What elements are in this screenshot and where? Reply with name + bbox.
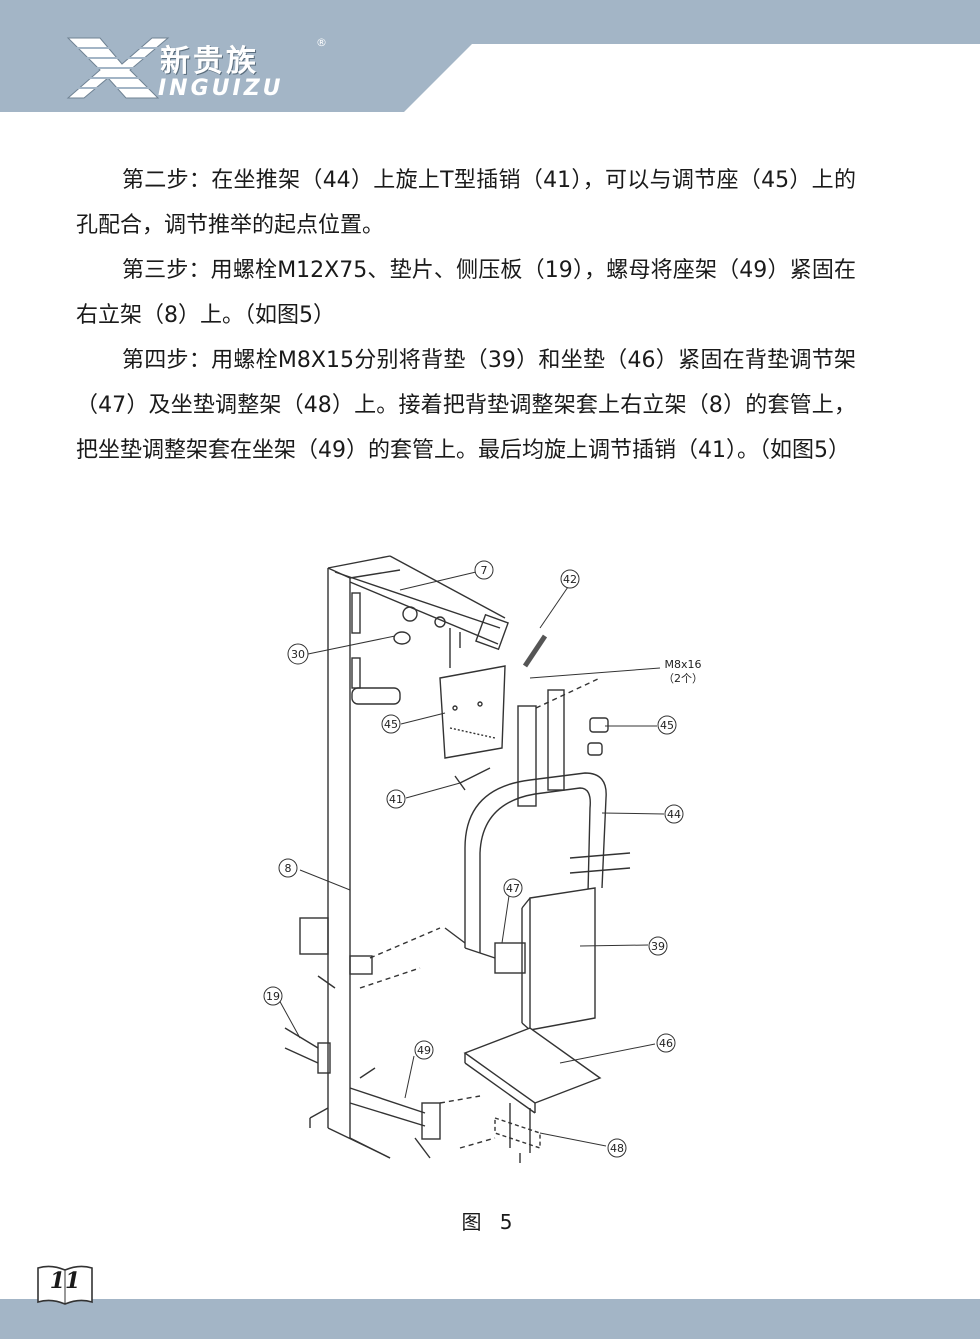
callout-label-45-right: 45	[660, 719, 674, 732]
callout-46	[656, 1033, 676, 1053]
brand-name-en: INGUIZU	[158, 76, 284, 101]
callout-7	[474, 560, 494, 580]
callout-label-49: 49	[417, 1044, 431, 1057]
callout-39	[648, 936, 668, 956]
figure-caption: 图 5	[461, 1210, 519, 1234]
bolt-qty-label: （2个）	[663, 672, 703, 685]
callout-label-48: 48	[610, 1142, 624, 1155]
callout-42	[560, 569, 580, 589]
part-30-roller	[393, 631, 411, 645]
callout-45-left	[381, 714, 401, 734]
seat-alignment-dashes	[439, 1095, 496, 1149]
part-45-clip-2	[587, 742, 603, 756]
logo-x-mark	[60, 37, 170, 99]
assembly-diagram: 7 42 30 45 45 41 44 8 47 39 19 49 46 48 …	[263, 555, 703, 1163]
top-arm	[334, 555, 509, 668]
part-45-clip	[589, 717, 609, 733]
callout-leaders	[277, 571, 665, 1147]
seat-frame-48	[494, 1103, 541, 1163]
callout-label-47: 47	[506, 882, 520, 895]
callout-45-right	[657, 715, 677, 735]
page-number: 11	[49, 1268, 81, 1294]
bolt-spec-label: M8x16	[665, 658, 702, 671]
vertical-posts	[517, 677, 601, 807]
callout-markers	[263, 560, 684, 1158]
adjust-seat-plate	[439, 665, 506, 759]
brand-name-cn: 新贵族	[160, 44, 259, 79]
brand-logo: 新贵族 ® INGUIZU	[60, 30, 360, 110]
callout-8	[278, 858, 298, 878]
seat-frame-49	[349, 1067, 441, 1159]
part-42-pin	[522, 634, 548, 668]
callout-label-8: 8	[285, 862, 292, 875]
callout-label-7: 7	[481, 564, 488, 577]
step-2-paragraph: 第二步：在坐推架（44）上旋上T型插销（41），可以与调节座（45）上的孔配合，…	[76, 168, 856, 238]
book-icon	[37, 1265, 93, 1305]
callout-19	[263, 986, 283, 1006]
callout-label-46: 46	[659, 1037, 673, 1050]
callout-47	[503, 878, 523, 898]
alignment-dashes	[359, 927, 441, 989]
upright-bracket	[299, 917, 373, 989]
seat-pad-46	[463, 1027, 602, 1114]
callout-41	[386, 789, 406, 809]
callout-label-39: 39	[651, 940, 665, 953]
callout-44	[664, 804, 684, 824]
callout-48	[607, 1138, 627, 1158]
callout-label-44: 44	[667, 808, 681, 821]
bolts-19	[284, 1027, 331, 1074]
header-band	[0, 0, 980, 112]
upright-frame	[309, 555, 401, 1159]
callout-30	[287, 643, 309, 665]
page-number-badge: 11	[36, 1262, 94, 1306]
callout-49	[414, 1040, 434, 1060]
footer-band	[0, 1299, 980, 1339]
t-pin	[454, 767, 491, 791]
callout-label-19: 19	[266, 990, 280, 1003]
callout-label-45-left: 45	[384, 718, 398, 731]
step-4-paragraph: 第四步：用螺栓M8X15分别将背垫（39）和坐垫（46）紧固在背垫调节架（47）…	[76, 348, 856, 463]
registered-mark: ®	[316, 36, 327, 49]
instruction-text: 第二步：在坐推架（44）上旋上T型插销（41），可以与调节座（45）上的孔配合，…	[76, 158, 856, 473]
callout-label-42: 42	[563, 573, 577, 586]
back-pad-39	[521, 887, 596, 1031]
callout-label-30: 30	[291, 648, 305, 661]
step-3-paragraph: 第三步：用螺栓M12X75、垫片、侧压板（19），螺母将座架（49）紧固在右立架…	[76, 258, 856, 328]
frame-handle	[351, 687, 401, 705]
callout-label-41: 41	[389, 793, 403, 806]
back-pad-bracket-47	[444, 927, 526, 974]
press-frame-44	[464, 772, 631, 954]
